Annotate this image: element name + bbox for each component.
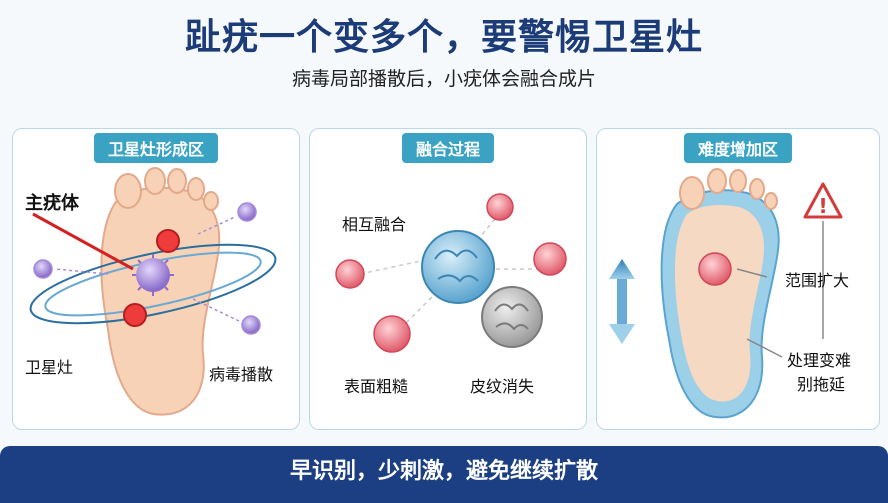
virus-small-group <box>33 202 261 335</box>
foot-sole-icon <box>660 168 780 419</box>
foot-sole-icon <box>100 167 221 416</box>
bottom-banner: 早识别，少刺激，避免继续扩散 <box>0 446 888 503</box>
satellite-wart-1 <box>156 229 180 253</box>
fused-blob-icon <box>421 230 543 348</box>
label-scope-expand: 范围扩大 <box>785 271 850 290</box>
label-satellite: 卫星灶 <box>25 358 74 377</box>
panel-title: 融合过程 <box>401 133 495 163</box>
page-subtitle: 病毒局部播散后，小疣体会融合成片 <box>291 68 596 90</box>
foot-illustration-2: ! <box>609 168 843 419</box>
panel-difficulty-increase: ! 难度增加区 范围扩大 处理变难 别拖延 <box>596 128 880 430</box>
label-harder-line1: 处理变难 <box>787 351 852 370</box>
label-harder-line2: 别拖延 <box>797 375 846 394</box>
svg-text:!: ! <box>818 194 827 218</box>
pointer-line <box>32 212 134 271</box>
double-arrow-icon <box>609 259 635 344</box>
fusion-illustration <box>335 193 567 353</box>
virus-icon <box>132 254 174 296</box>
label-virus-spread: 病毒播散 <box>209 365 274 384</box>
panel-title: 卫星灶形成区 <box>93 133 219 163</box>
virus-icon <box>698 252 732 286</box>
label-mutual-fusion: 相互融合 <box>342 215 407 234</box>
warning-icon: ! <box>803 182 843 219</box>
page-title: 趾疣一个变多个，要警惕卫星灶 <box>184 17 703 58</box>
label-main-wart: 主疣体 <box>25 193 79 214</box>
virus-icon <box>335 193 567 353</box>
panel-satellite-formation: 卫星灶形成区 主疣体 卫星灶 病毒播散 <box>12 128 300 430</box>
label-rough-surface: 表面粗糙 <box>344 377 409 396</box>
label-loss-of-ridges: 皮纹消失 <box>470 377 535 396</box>
panel-fusion-process: 融合过程 相互融合 表面粗糙 皮纹消失 <box>309 128 587 430</box>
satellite-wart-2 <box>123 303 147 327</box>
panel-title: 难度增加区 <box>683 133 793 163</box>
foot-illustration-1 <box>29 167 277 416</box>
